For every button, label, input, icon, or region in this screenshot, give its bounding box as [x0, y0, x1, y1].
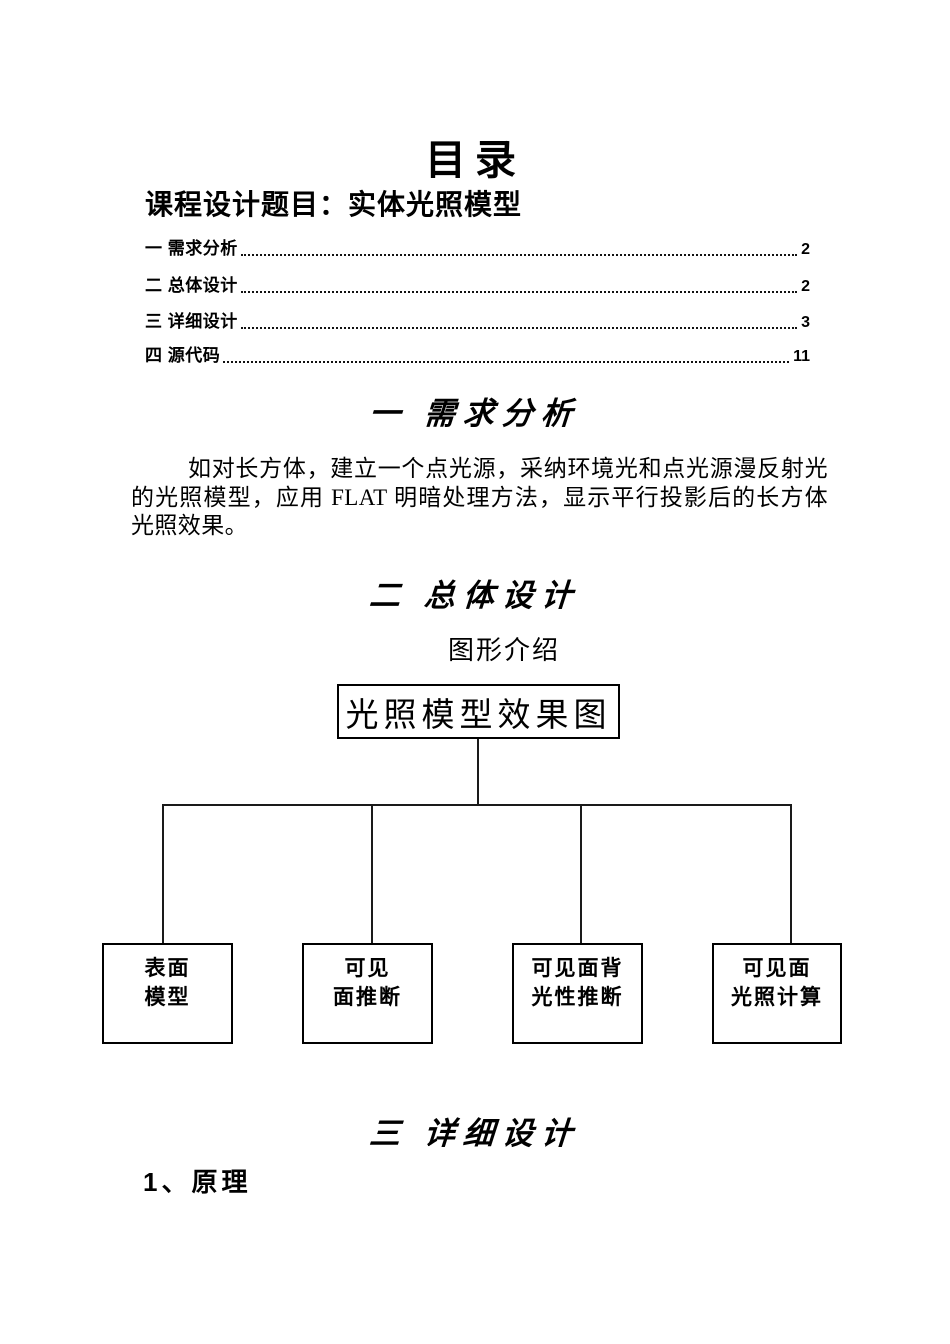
diagram-box-surface-model: 表面 模型 — [102, 943, 233, 1044]
toc-entry-label[interactable]: 二 总体设计 — [145, 276, 238, 295]
toc-entry-label[interactable]: 一 需求分析 — [145, 239, 238, 258]
doc-subtitle: 课程设计题目：实体光照模型 — [145, 190, 523, 221]
toc-entry-label[interactable]: 四 源代码 — [145, 346, 221, 365]
diagram-box-label-line: 模型 — [144, 985, 191, 1009]
diagram-box-label-line: 可见面 — [742, 956, 812, 980]
diagram-box-label-line: 表面 — [144, 956, 191, 980]
toc-page-number: 2 — [801, 278, 810, 295]
toc-title: 目录 — [425, 137, 525, 183]
diagram-root-box: 光照模型效果图 — [337, 684, 620, 739]
section-heading-overall-design: 二 总体设计 — [368, 578, 582, 613]
connector-line-horizontal — [162, 804, 792, 806]
diagram-box-label-line: 面推断 — [333, 985, 402, 1009]
subsection-heading-principle: 1、原理 — [143, 1167, 252, 1197]
diagram-box-label-line: 光照计算 — [731, 985, 823, 1009]
toc-entry[interactable]: 三 详细设计 3 — [145, 307, 810, 332]
diagram-box-label-line: 可见面背 — [531, 956, 624, 980]
section-heading-detailed-design: 三 详细设计 — [368, 1116, 582, 1151]
toc-entry-label[interactable]: 三 详细设计 — [145, 312, 238, 331]
diagram-caption: 图形介绍 — [447, 636, 560, 665]
toc-leader-dots — [240, 291, 798, 293]
connector-line-drop — [580, 804, 582, 943]
diagram-root-label: 光照模型效果图 — [345, 697, 612, 734]
diagram-box-lighting-calculation: 可见面 光照计算 — [712, 943, 842, 1044]
diagram-box-visible-face-inference: 可见 面推断 — [302, 943, 433, 1044]
diagram-box-backlight-inference: 可见面背 光性推断 — [512, 943, 643, 1044]
diagram-box-label-line: 可见 — [344, 956, 391, 980]
connector-line-drop — [371, 804, 373, 943]
toc-entry[interactable]: 四 源代码 11 — [145, 341, 810, 366]
toc-page-number: 3 — [801, 314, 810, 331]
toc-leader-dots — [223, 361, 790, 363]
toc-leader-dots — [240, 327, 798, 329]
requirements-paragraph: 如对长方体，建立一个点光源，采纳环境光和点光源漫反射光的光照模型，应用 FLAT… — [131, 456, 828, 539]
connector-line-drop — [790, 804, 792, 943]
toc-page-number: 11 — [793, 348, 810, 365]
toc-entry[interactable]: 一 需求分析 2 — [145, 234, 810, 259]
diagram-box-label-line: 光性推断 — [531, 985, 624, 1009]
toc-leader-dots — [240, 254, 798, 256]
toc-entry[interactable]: 二 总体设计 2 — [145, 271, 810, 296]
connector-line-stem — [477, 739, 479, 805]
toc-page-number: 2 — [801, 241, 810, 258]
section-heading-requirements: 一 需求分析 — [368, 396, 582, 431]
connector-line-drop — [162, 804, 164, 943]
